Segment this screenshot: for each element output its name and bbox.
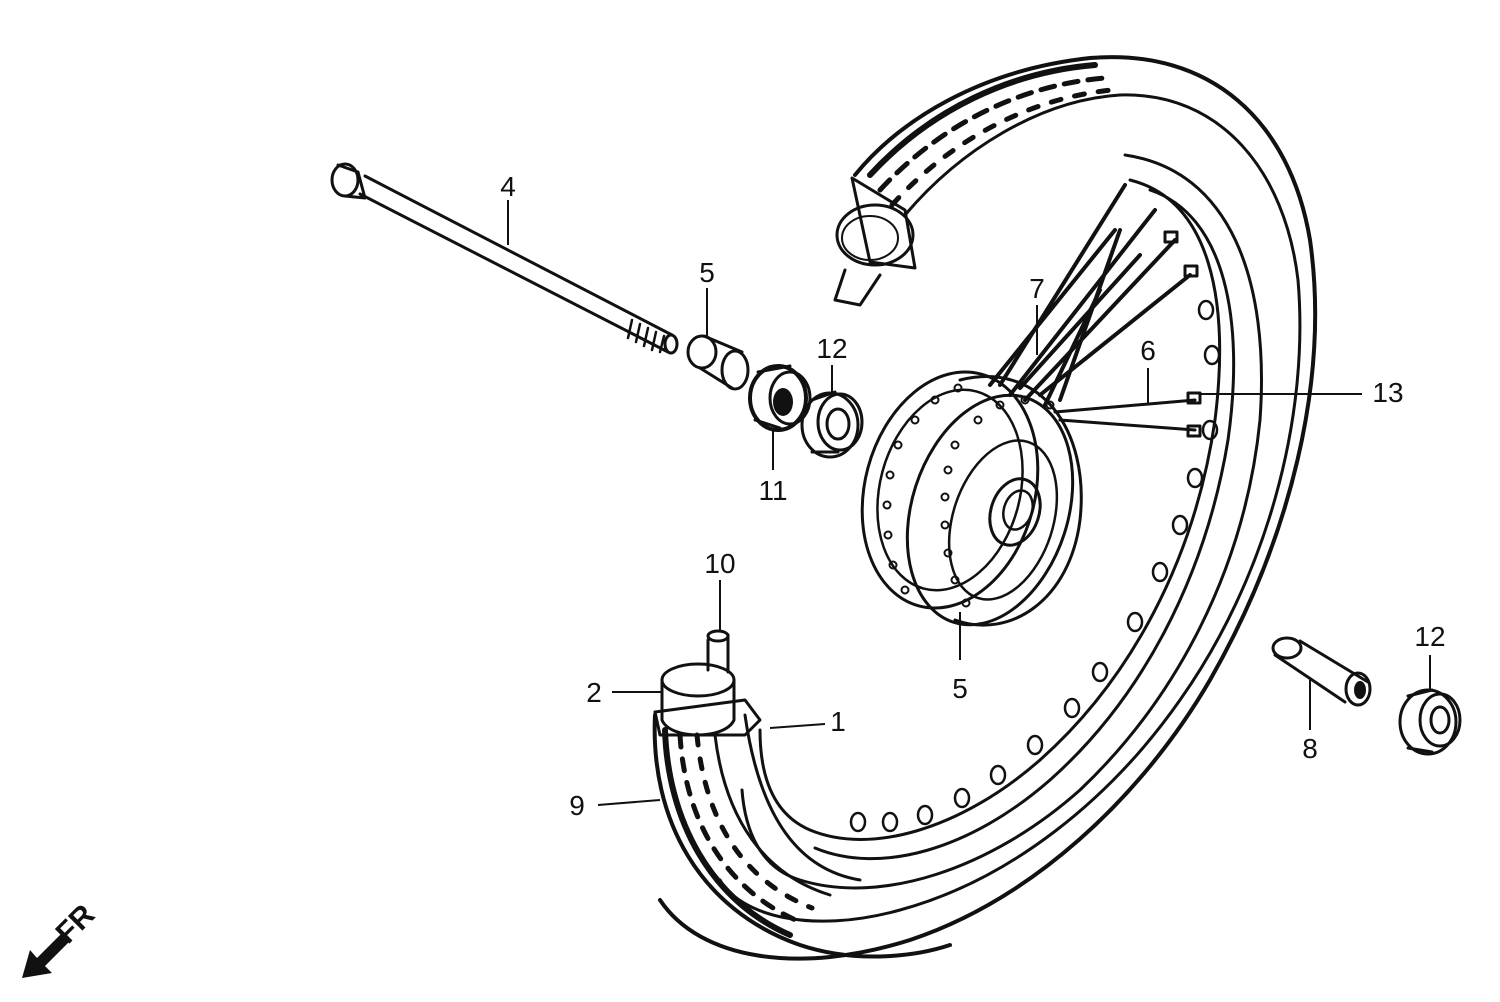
- tire-upper: [658, 55, 1318, 961]
- label-part-11: 11: [758, 475, 787, 506]
- leader-lines: [507, 200, 1431, 806]
- label-part-4: 5: [699, 257, 715, 288]
- label-part-5: 5: [952, 673, 968, 704]
- bearing-left: [800, 390, 864, 459]
- label-part-1: 1: [830, 706, 846, 737]
- label-part-9: 9: [569, 790, 585, 821]
- tire-lower: [652, 713, 952, 959]
- tire-cut-end-lower: [653, 629, 762, 737]
- bearing-right: [1398, 688, 1462, 756]
- label-part-8: 8: [1302, 733, 1318, 764]
- spacer-left: [686, 334, 750, 391]
- label-part-12-left: 12: [816, 333, 847, 364]
- tire-cut-end-upper: [833, 176, 917, 307]
- axle: [330, 162, 679, 355]
- label-part-7: 7: [1029, 273, 1045, 304]
- spokes: [988, 183, 1202, 438]
- label-part-6: 6: [1140, 335, 1156, 366]
- front-direction-indicator: FR: [22, 898, 101, 978]
- front-arrow-icon: [22, 933, 70, 978]
- dust-seal: [748, 364, 812, 432]
- spacer-right: [1271, 636, 1372, 707]
- rim: [740, 153, 1263, 890]
- label-part-10: 10: [704, 548, 735, 579]
- part-labels: 4 5 12 11 7 6 13 5 10 2 1 9 8 12: [500, 171, 1445, 821]
- label-part-13: 13: [1372, 377, 1403, 408]
- label-part-12-right: 12: [1414, 621, 1445, 652]
- hub: [860, 370, 1083, 627]
- label-part-2: 2: [586, 677, 602, 708]
- label-part-3: 4: [500, 171, 516, 202]
